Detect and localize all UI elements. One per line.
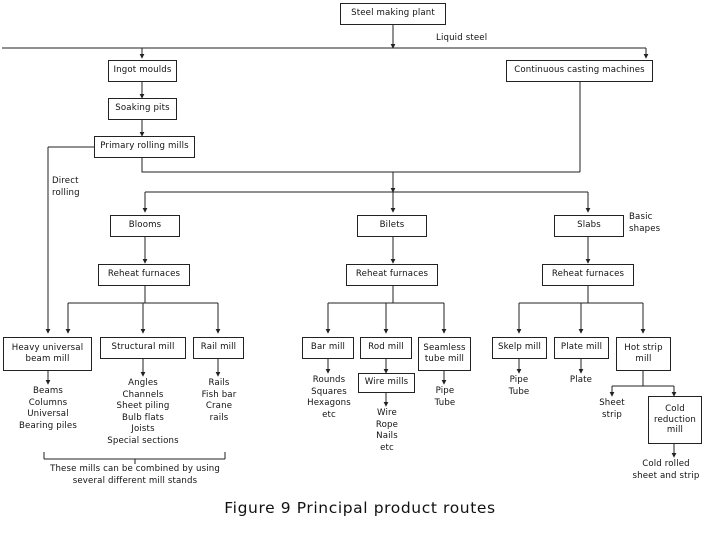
node-primary-rolling-mills[interactable]: Primary rolling mills	[94, 136, 195, 158]
node-label: Wire mills	[364, 377, 409, 388]
products-wire-mills: Wire Rope Nails etc	[375, 408, 399, 453]
products-rail-mill: Rails Fish bar Crane rails	[201, 378, 237, 423]
node-label: Ingot moulds	[113, 65, 172, 76]
products-seamless-tube-mill: Pipe Tube	[434, 386, 456, 408]
products-structural-mill: Angles Channels Sheet piling Bulb flats …	[107, 378, 179, 446]
label-direct-rolling: Direct rolling	[52, 176, 80, 198]
node-reheat-furnaces-slabs[interactable]: Reheat furnaces	[542, 264, 634, 286]
products-skelp-mill: Pipe Tube	[508, 375, 530, 397]
products-bar-mill: Rounds Squares Hexagons etc	[307, 375, 351, 420]
node-skelp-mill[interactable]: Skelp mill	[492, 337, 547, 359]
node-slabs[interactable]: Slabs	[554, 215, 624, 237]
node-billets[interactable]: Bilets	[357, 215, 427, 237]
products-beam-mill: Beams Columns Universal Bearing piles	[19, 386, 77, 431]
node-reheat-furnaces-billets[interactable]: Reheat furnaces	[346, 264, 438, 286]
node-continuous-casting-machines[interactable]: Continuous casting machines	[506, 60, 653, 82]
figure-caption: Figure 9 Principal product routes	[224, 499, 496, 517]
node-label: Primary rolling mills	[100, 141, 189, 152]
node-label: Reheat furnaces	[107, 269, 181, 280]
node-blooms[interactable]: Blooms	[110, 215, 180, 237]
node-label: Soaking pits	[115, 103, 170, 114]
node-hot-strip-mill[interactable]: Hot strip mill	[616, 337, 671, 371]
node-label: Plate mill	[560, 342, 603, 353]
node-steel-making-plant[interactable]: Steel making plant	[340, 3, 446, 25]
node-label: Reheat furnaces	[355, 269, 429, 280]
node-cold-reduction-mill[interactable]: Cold reduction mill	[648, 396, 702, 444]
node-ingot-moulds[interactable]: Ingot moulds	[108, 60, 177, 82]
node-label: Slabs	[577, 220, 601, 231]
node-rail-mill[interactable]: Rail mill	[193, 337, 244, 359]
node-reheat-furnaces-blooms[interactable]: Reheat furnaces	[98, 264, 190, 286]
node-label: Structural mill	[111, 342, 175, 353]
node-label: Seamless tube mill	[423, 343, 466, 364]
label-liquid-steel: Liquid steel	[436, 33, 488, 43]
node-label: Cold reduction mill	[653, 403, 697, 436]
node-label: Reheat furnaces	[551, 269, 625, 280]
node-label: Hot strip mill	[624, 343, 663, 364]
node-structural-mill[interactable]: Structural mill	[100, 337, 186, 359]
node-label: Skelp mill	[497, 342, 542, 353]
node-label: Steel making plant	[351, 8, 435, 19]
products-plate-mill: Plate	[569, 375, 593, 385]
node-heavy-universal-beam-mill[interactable]: Heavy universal beam mill	[3, 337, 92, 371]
node-label: Bilets	[379, 220, 405, 231]
node-label: Rail mill	[200, 342, 237, 353]
node-label: Rod mill	[368, 342, 404, 353]
node-wire-mills[interactable]: Wire mills	[358, 373, 415, 393]
node-label: Continuous casting machines	[514, 65, 645, 76]
node-label: Bar mill	[310, 342, 346, 353]
products-cold-rolled: Cold rolled sheet and strip	[632, 459, 700, 481]
node-label: Heavy universal beam mill	[11, 343, 84, 364]
node-soaking-pits[interactable]: Soaking pits	[108, 98, 177, 120]
node-bar-mill[interactable]: Bar mill	[302, 337, 354, 359]
note-combined-mills: These mills can be combined by using sev…	[50, 464, 220, 486]
node-label: Blooms	[128, 220, 162, 231]
products-sheet-strip: Sheet strip	[599, 398, 625, 420]
node-plate-mill[interactable]: Plate mill	[554, 337, 609, 359]
label-basic-shapes: Basic shapes	[629, 212, 661, 234]
node-rod-mill[interactable]: Rod mill	[360, 337, 412, 359]
node-seamless-tube-mill[interactable]: Seamless tube mill	[418, 337, 471, 371]
